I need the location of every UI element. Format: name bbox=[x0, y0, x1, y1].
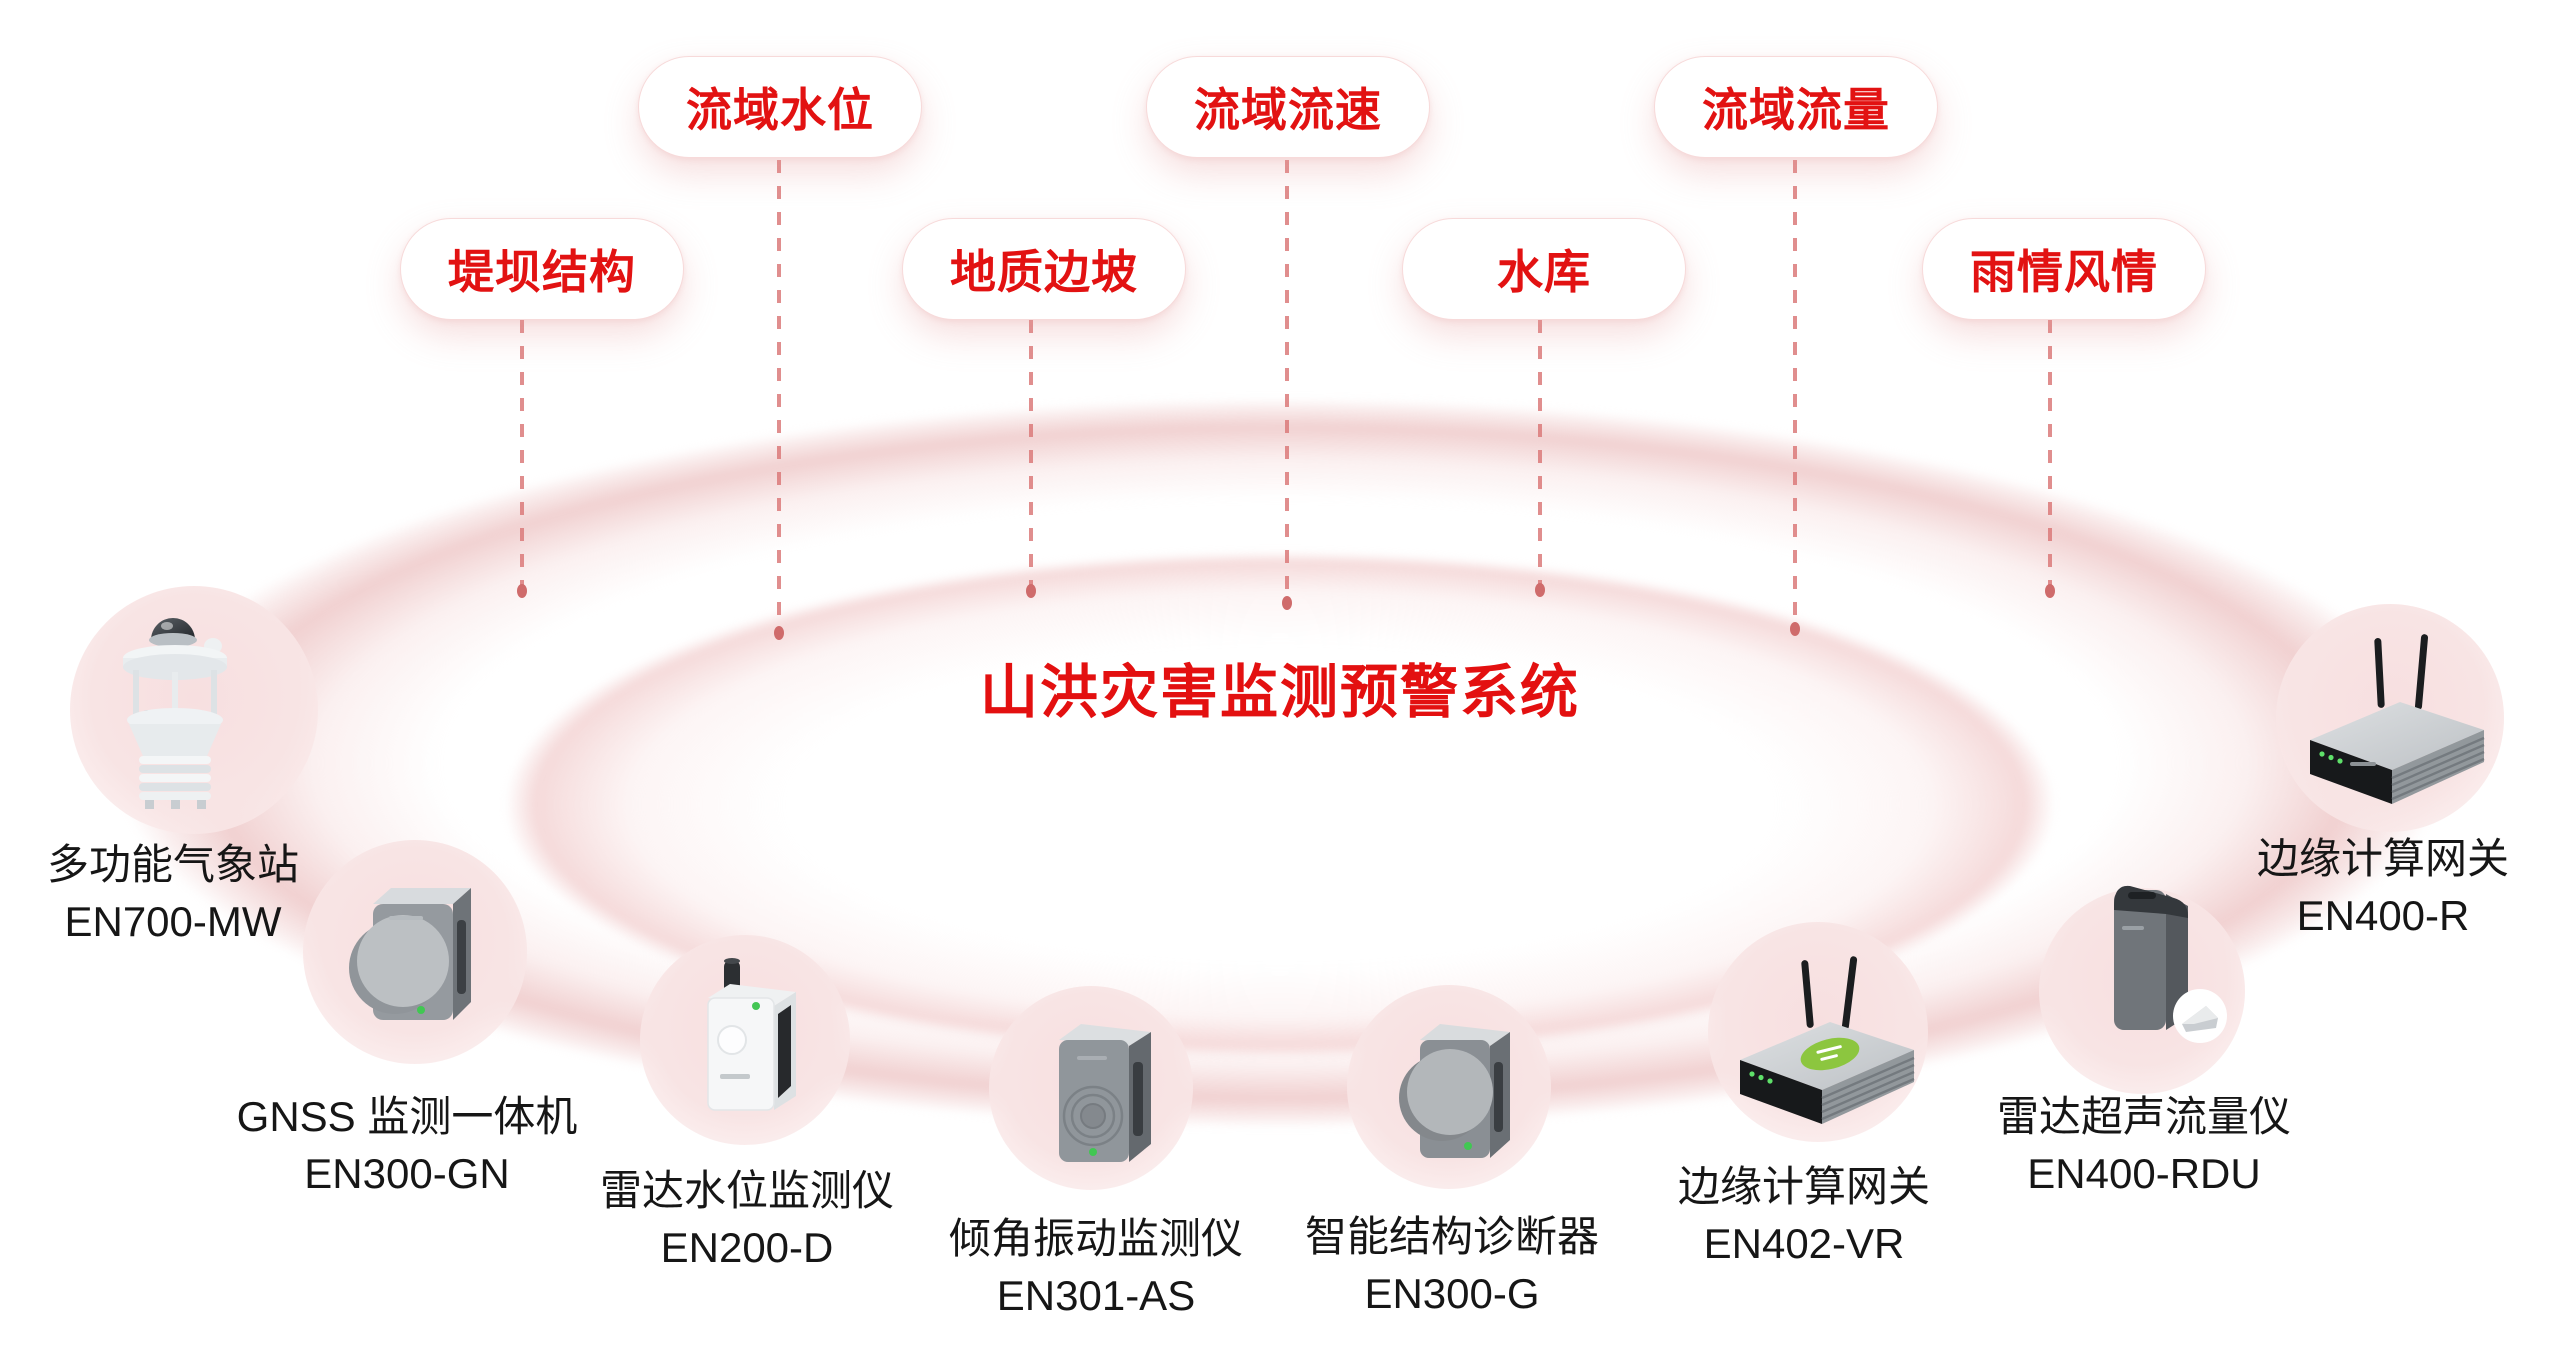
device-model: EN400-R bbox=[2296, 892, 2470, 939]
device-label-radar-flow: 雷达超声流量仪 EN400-RDU bbox=[1997, 1088, 2291, 1202]
device-label-structure-diagnosis: 智能结构诊断器 EN300-G bbox=[1305, 1208, 1599, 1322]
weather-station-icon bbox=[123, 618, 227, 809]
connector-dashed-line-flow bbox=[1793, 160, 1797, 628]
device-label-tilt-vibration: 倾角振动监测仪 EN301-AS bbox=[949, 1210, 1243, 1324]
device-model: EN200-D bbox=[660, 1224, 834, 1271]
connector-dashed-line-velocity bbox=[1285, 160, 1289, 602]
device-model: EN400-RDU bbox=[2027, 1150, 2261, 1197]
device-name: 边缘计算网关 bbox=[1677, 1163, 1931, 1210]
device-model: EN300-GN bbox=[304, 1150, 510, 1197]
device-label-gnss: GNSS 监测一体机 EN300-GN bbox=[237, 1088, 578, 1202]
pill-basin-water-level: 流域水位 bbox=[638, 56, 922, 158]
connector-dashed-line-slope bbox=[1029, 320, 1033, 590]
pill-basin-velocity: 流域流速 bbox=[1146, 56, 1430, 158]
device-model: EN301-AS bbox=[996, 1272, 1196, 1319]
device-label-gateway-vr: 边缘计算网关 EN402-VR bbox=[1678, 1158, 1930, 1272]
device-name: 多功能气象站 bbox=[46, 841, 300, 888]
device-name: GNSS 监测一体机 bbox=[236, 1093, 578, 1140]
device-name: 智能结构诊断器 bbox=[1304, 1213, 1600, 1260]
device-label-radar-water: 雷达水位监测仪 EN200-D bbox=[600, 1162, 894, 1276]
device-name: 边缘计算网关 bbox=[2256, 835, 2510, 882]
page-title: 山洪灾害监测预警系统 bbox=[979, 660, 1581, 725]
device-name: 雷达超声流量仪 bbox=[1996, 1093, 2292, 1140]
device-model: EN700-MW bbox=[64, 898, 282, 945]
structure-diagnosis-icon bbox=[1399, 1024, 1510, 1158]
connector-dashed-line-reservoir bbox=[1538, 320, 1542, 589]
pill-basin-flow: 流域流量 bbox=[1654, 56, 1938, 158]
connector-dashed-line-waterlevel bbox=[777, 160, 781, 632]
device-name: 倾角振动监测仪 bbox=[948, 1215, 1244, 1262]
pill-geological-slope: 地质边坡 bbox=[902, 218, 1186, 320]
edge-gateway-antenna-icon bbox=[2310, 634, 2485, 804]
device-label-weather-station: 多功能气象站 EN700-MW bbox=[47, 836, 299, 950]
gnss-monitor-icon bbox=[349, 888, 471, 1020]
device-name: 雷达水位监测仪 bbox=[599, 1167, 895, 1214]
radar-ultrasonic-flow-icon bbox=[2114, 885, 2227, 1043]
radar-water-level-icon bbox=[707, 958, 796, 1111]
pill-rain-wind: 雨情风情 bbox=[1922, 218, 2206, 320]
pill-dam-structure: 堤坝结构 bbox=[400, 218, 684, 320]
edge-gateway-antenna-icon bbox=[1740, 956, 1915, 1124]
connector-dashed-line-dam bbox=[520, 320, 524, 590]
connector-dashed-line-rain bbox=[2048, 320, 2052, 590]
device-model: EN300-G bbox=[1364, 1270, 1540, 1317]
tilt-vibration-icon bbox=[1059, 1024, 1151, 1162]
device-model: EN402-VR bbox=[1703, 1220, 1905, 1267]
device-label-gateway-r: 边缘计算网关 EN400-R bbox=[2257, 830, 2509, 944]
pill-reservoir: 水库 bbox=[1402, 218, 1686, 320]
